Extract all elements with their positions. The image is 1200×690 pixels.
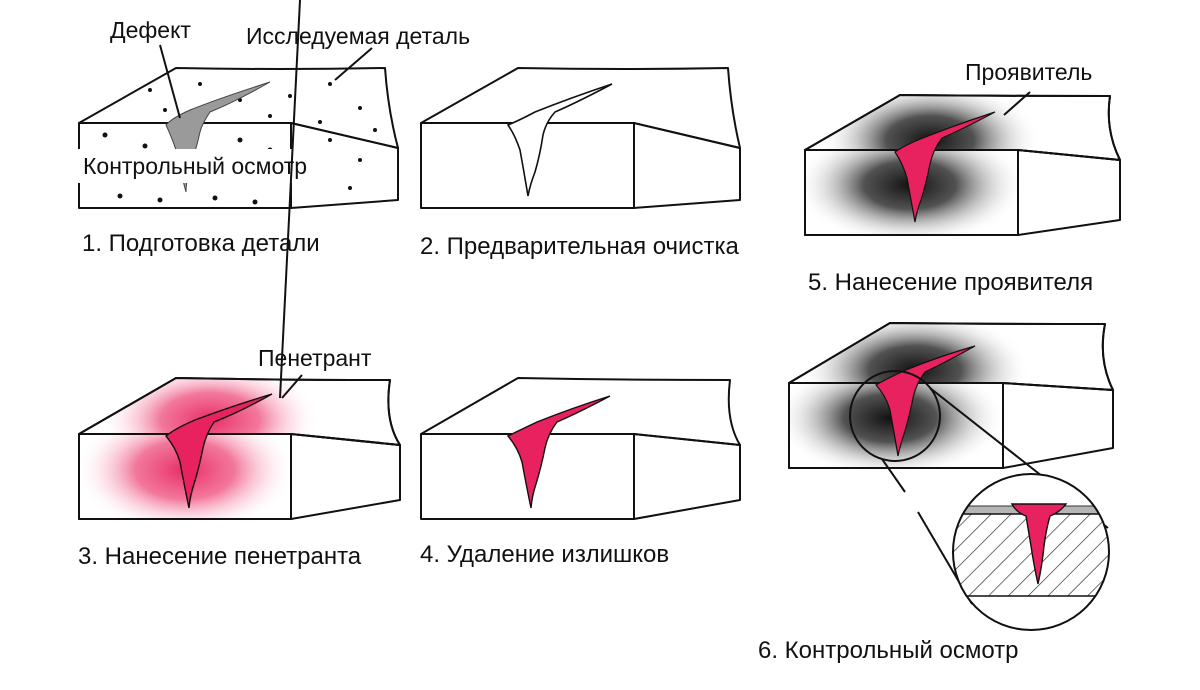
penetrant-in-defect bbox=[165, 393, 273, 509]
label-penetrant: Пенетрант bbox=[258, 345, 372, 371]
caption-step-1: 1. Подготовка детали bbox=[82, 230, 320, 257]
panel-3-penetrant: Пенетрант 3. Нанесение пенетранта bbox=[78, 0, 401, 570]
label-developer: Проявитель bbox=[965, 59, 1092, 85]
caption-step-6: 6. Контрольный осмотр bbox=[758, 637, 1019, 664]
label-inspection: Контрольный осмотр bbox=[83, 153, 307, 179]
defect-cleaned bbox=[506, 83, 613, 197]
caption-step-2: 2. Предварительная очистка bbox=[420, 233, 739, 260]
panel-2-precleaning: 2. Предварительная очистка bbox=[420, 67, 741, 260]
panel-1-preparation: Дефект Исследуемая деталь Контрольный ос… bbox=[78, 17, 470, 257]
panel-5-developer: Проявитель 5. Нанесение проявителя bbox=[804, 59, 1121, 296]
label-part: Исследуемая деталь bbox=[246, 23, 470, 49]
penetrant-in-defect bbox=[506, 395, 611, 509]
caption-step-3: 3. Нанесение пенетранта bbox=[78, 543, 362, 570]
panel-4-excess-removal: 4. Удаление излишков bbox=[420, 377, 741, 568]
panel-6-inspection: 6. Контрольный осмотр bbox=[758, 322, 1114, 664]
developed-indication bbox=[894, 111, 996, 223]
magnifier-circle bbox=[849, 370, 941, 462]
developed-indication bbox=[875, 345, 976, 457]
zoom-cross-section bbox=[952, 473, 1110, 631]
caption-step-4: 4. Удаление излишков bbox=[420, 541, 669, 568]
label-defect: Дефект bbox=[110, 17, 191, 43]
contamination-dots bbox=[102, 82, 377, 205]
caption-step-5: 5. Нанесение проявителя bbox=[808, 269, 1093, 296]
